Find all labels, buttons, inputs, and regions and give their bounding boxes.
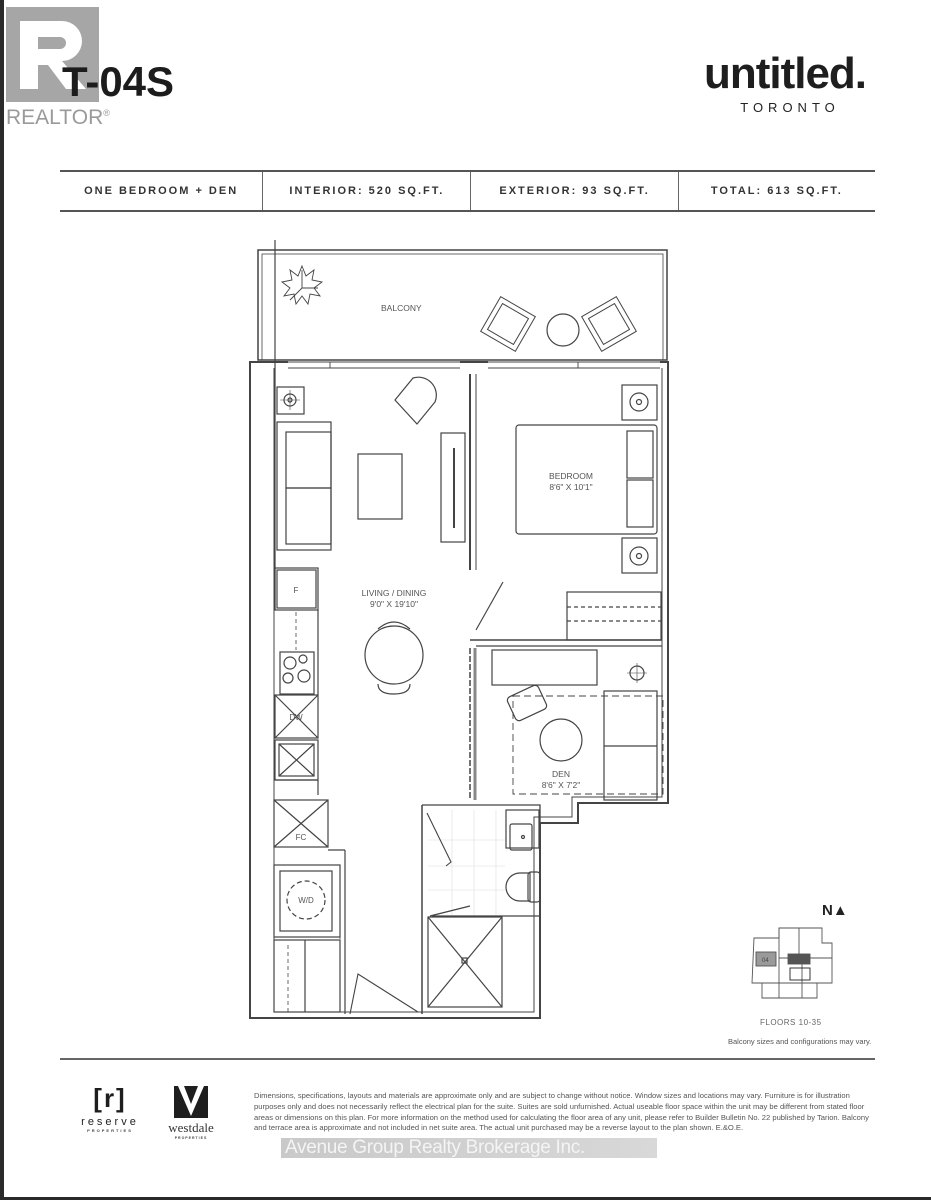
brokerage-watermark: Avenue Group Realty Brokerage Inc. <box>281 1138 657 1158</box>
reserve-sub: PROPERTIES <box>87 1128 133 1133</box>
kitchen: F DW <box>274 0 319 795</box>
balcony-label: BALCONY <box>381 303 422 313</box>
floors-label: FLOORS 10-35 <box>760 1018 822 1027</box>
spec-bar: ONE BEDROOM + DEN INTERIOR: 520 SQ.FT. E… <box>60 170 875 212</box>
accent-chair-icon <box>394 376 437 425</box>
washer-dryer-label: W/D <box>298 896 314 905</box>
realtor-logo[interactable]: REALTOR® <box>4 5 110 129</box>
dishwasher-label: DW <box>289 713 303 722</box>
key-plan: 04 <box>722 898 842 1013</box>
reserve-name: reserve <box>81 1116 139 1128</box>
side-table-icon <box>546 313 580 347</box>
living-dims: 9'0" X 19'10" <box>370 599 418 609</box>
realtor-label: REALTOR <box>6 106 104 129</box>
brand-name: untitled. <box>703 49 867 98</box>
spec-interior: INTERIOR: 520 SQ.FT. <box>263 172 472 210</box>
spec-suite-type: ONE BEDROOM + DEN <box>60 172 264 210</box>
den: DEN 8'6" X 7'2" <box>469 645 664 801</box>
unit-tag: 04 <box>762 958 769 964</box>
bedroom-label: BEDROOM <box>549 471 593 481</box>
living-label: LIVING / DINING <box>362 588 427 598</box>
bottom-edge-border <box>0 1197 931 1200</box>
westdale-properties-logo: westdale PROPERTIES <box>160 1086 222 1140</box>
closets: FC W/D <box>273 799 346 1014</box>
den-label: DEN <box>552 769 570 779</box>
coat-closet-label: FC <box>296 833 307 842</box>
reserve-properties-logo: [r] reserve PROPERTIES <box>70 1083 150 1133</box>
brand-city: TORONTO <box>740 100 840 115</box>
footer-divider <box>60 1058 875 1060</box>
brand-logo: untitled. TORONTO <box>690 49 880 116</box>
living-dining: LIVING / DINING 9'0" X 19'10" <box>276 376 466 695</box>
lounge-chair-icon <box>580 295 638 353</box>
window-wall <box>288 361 660 369</box>
westdale-w-icon <box>174 1086 208 1118</box>
westdale-name: westdale <box>168 1120 214 1135</box>
exterior-wall <box>249 361 669 1019</box>
lounge-chair-icon <box>479 295 537 353</box>
plant-icon <box>280 264 324 306</box>
disclaimer-text: Dimensions, specifications, layouts and … <box>254 1091 869 1133</box>
westdale-sub: PROPERTIES <box>174 1136 208 1140</box>
bedroom: BEDROOM 8'6" X 10'1" <box>515 384 662 641</box>
realtor-r-icon <box>6 7 99 102</box>
unit-04-highlight <box>755 951 777 967</box>
bathroom <box>421 804 541 1014</box>
registered-mark: ® <box>103 108 110 118</box>
balcony-note: Balcony sizes and configurations may var… <box>728 1037 872 1046</box>
unit-title: T-04S <box>62 58 175 105</box>
spec-exterior: EXTERIOR: 93 SQ.FT. <box>471 172 679 210</box>
left-edge-border <box>0 0 4 1200</box>
balcony-area <box>257 249 668 361</box>
spec-total: TOTAL: 613 SQ.FT. <box>710 185 843 197</box>
bedroom-dims: 8'6" X 10'1" <box>549 482 592 492</box>
den-dims: 8'6" X 7'2" <box>542 780 581 790</box>
fridge-label: F <box>294 586 299 595</box>
floor-plan: BEDROOM 8'6" X 10'1" LIVING / DINING 9'0… <box>240 0 680 1035</box>
north-indicator: N▲ <box>822 902 848 919</box>
dining-table-icon <box>364 625 424 685</box>
reserve-mark: [r] <box>93 1083 127 1113</box>
